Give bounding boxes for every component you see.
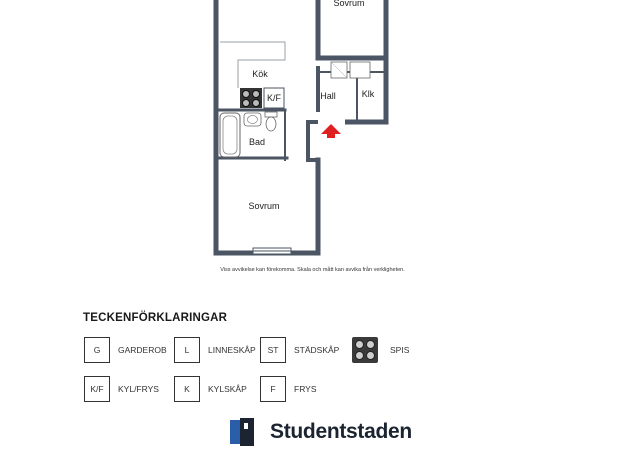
floor-plan: Sovrum Kök K/F Hall Klk Bad Sovrum (213, 0, 389, 256)
legend-item-kyl-frys: K/F KYL/FRYS (84, 376, 159, 402)
legend-label: KYLSKÅP (208, 384, 247, 394)
stove-icon (352, 337, 378, 363)
legend-label: LINNESKÅP (208, 345, 256, 355)
legend-code-box: G (84, 337, 110, 363)
room-label-kf: K/F (267, 93, 282, 103)
legend-code-box: ST (260, 337, 286, 363)
legend-title: TECKENFÖRKLARINGAR (83, 312, 228, 324)
legend-item-kylskap: K KYLSKÅP (174, 376, 247, 402)
room-label-kok: Kök (252, 69, 268, 79)
legend-item-spis: SPIS (352, 337, 409, 363)
legend-code-box: K (174, 376, 200, 402)
brand-name: Studentstaden (270, 420, 412, 443)
room-label-sovrum-bottom: Sovrum (248, 201, 279, 211)
studentstaden-logo-mark-icon (230, 418, 254, 446)
legend-code-box: F (260, 376, 286, 402)
legend-label: SPIS (390, 345, 410, 355)
legend-item-linneskap: L LINNESKÅP (174, 337, 256, 363)
room-label-bad: Bad (249, 137, 265, 147)
room-label-hall: Hall (320, 91, 336, 101)
legend-item-frys: F FRYS (260, 376, 317, 402)
disclaimer-text: Viss avvikelse kan förekomma. Skala och … (220, 267, 405, 273)
legend-item-garderob: G GARDEROB (84, 337, 167, 363)
legend-code-box: K/F (84, 376, 110, 402)
room-label-klk: Klk (362, 89, 375, 99)
room-label-sovrum-top: Sovrum (333, 0, 364, 8)
studentstaden-logo: Studentstaden (230, 418, 412, 446)
legend-code-box: L (174, 337, 200, 363)
legend-label: FRYS (294, 384, 317, 394)
entrance-arrow-icon (321, 124, 341, 138)
legend-label: KYL/FRYS (118, 384, 159, 394)
legend-label: STÄDSKÅP (294, 345, 340, 355)
legend-label: GARDEROB (118, 345, 167, 355)
legend-item-stadskap: ST STÄDSKÅP (260, 337, 339, 363)
